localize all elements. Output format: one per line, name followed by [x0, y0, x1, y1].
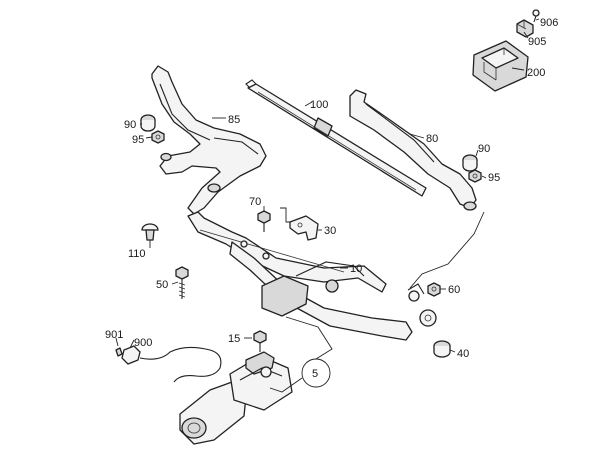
callout-80: 80: [426, 133, 438, 145]
part-95-nut-left: [151, 130, 165, 144]
callout-905: 905: [528, 36, 546, 48]
part-200-sensor-housing: [472, 40, 529, 92]
part-95-nut-right: [468, 169, 482, 183]
part-40-grommet: [433, 340, 451, 358]
callout-40: 40: [457, 348, 469, 360]
part-60-nut: [427, 282, 441, 297]
part-90-cap-left: [140, 114, 156, 132]
part-906-screw: [532, 9, 540, 23]
part-50-bolt: [175, 266, 189, 299]
part-70-bolt: [257, 210, 271, 232]
callout-95-right: 95: [488, 172, 500, 184]
callout-5: 5: [312, 368, 318, 380]
part-110-clip: [141, 223, 159, 241]
callout-60: 60: [448, 284, 460, 296]
part-10-wiper-linkage: [187, 211, 437, 341]
callout-30: 30: [324, 225, 336, 237]
part-5-wiper-motor: [139, 346, 293, 445]
callout-10: 10: [350, 263, 362, 275]
part-30-bracket: [289, 215, 319, 241]
part-100-wiper-blade: [245, 79, 427, 197]
callout-110: 110: [128, 248, 146, 260]
callout-901: 901: [105, 329, 123, 341]
part-85-wiper-arm-left: [151, 65, 267, 215]
callout-85: 85: [228, 114, 240, 126]
part-90-cap-right: [462, 154, 478, 172]
callout-70: 70: [249, 196, 261, 208]
callout-15: 15: [228, 333, 240, 345]
callout-900: 900: [134, 337, 152, 349]
callout-50: 50: [156, 279, 168, 291]
callout-906: 906: [540, 17, 558, 29]
part-80-wiper-arm-right: [349, 89, 477, 211]
callout-200: 200: [527, 67, 545, 79]
callout-90-left: 90: [124, 119, 136, 131]
part-901-clip: [115, 347, 123, 357]
callout-95-left: 95: [132, 134, 144, 146]
callout-90-right: 90: [478, 143, 490, 155]
leader-lines: [115, 18, 540, 393]
part-900-connector: [121, 345, 141, 365]
part-15-screw: [253, 330, 267, 352]
callout-labels: 906 905 200 100 90 85 95 80 90 95 70 30 …: [105, 17, 558, 380]
part-905-clip: [516, 19, 534, 38]
callout-100: 100: [310, 99, 328, 111]
